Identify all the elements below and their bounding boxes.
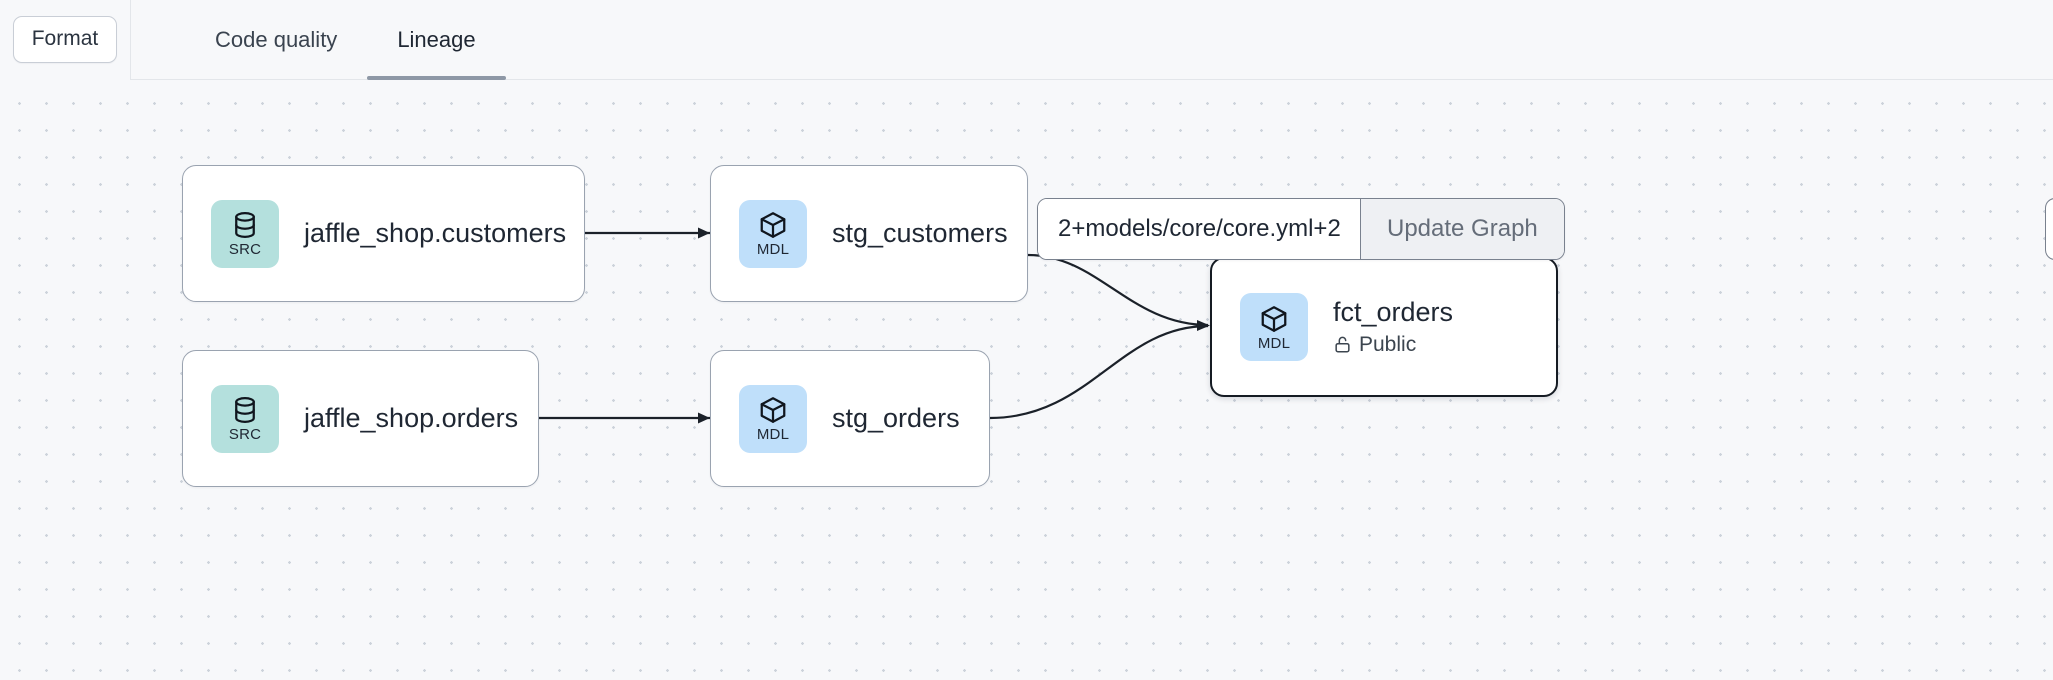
node-body: jaffle_shop.customers — [304, 218, 566, 250]
edge-arrow-stg-orders — [698, 412, 710, 424]
tab-code-quality[interactable]: Code quality — [185, 0, 367, 80]
graph-selector-input[interactable] — [1038, 199, 1360, 259]
lineage-node-src-orders[interactable]: SRC jaffle_shop.orders — [182, 350, 539, 487]
database-icon — [235, 212, 255, 238]
format-button[interactable]: Format — [12, 16, 118, 63]
node-body: fct_orders Public — [1333, 297, 1453, 357]
lineage-node-stg-orders[interactable]: MDL stg_orders — [710, 350, 990, 487]
graph-selector-control: Update Graph — [1037, 198, 1565, 260]
tab-lineage-label: Lineage — [397, 26, 476, 52]
node-title: stg_orders — [832, 402, 960, 433]
mdl-badge: MDL — [739, 384, 807, 453]
lineage-canvas[interactable]: SRC jaffle_shop.customers SRC jaffle_sho… — [0, 80, 2053, 680]
node-title: stg_customers — [832, 217, 1008, 248]
node-access-label: Public — [1359, 332, 1417, 356]
lineage-node-fct-orders[interactable]: MDL fct_orders Public — [1210, 257, 1558, 397]
lineage-node-src-customers[interactable]: SRC jaffle_shop.customers — [182, 165, 585, 302]
mdl-badge-label: MDL — [756, 241, 790, 258]
mdl-badge-label: MDL — [1257, 334, 1291, 352]
tab-lineage[interactable]: Lineage — [367, 0, 506, 80]
src-badge-label: SRC — [228, 241, 262, 258]
format-button-zone: Format — [0, 0, 131, 80]
src-badge: SRC — [211, 199, 279, 268]
node-access-row: Public — [1333, 333, 1453, 357]
cube-icon — [1261, 305, 1287, 332]
node-body: stg_customers — [832, 218, 1008, 250]
edge-arrow-stg-customers — [698, 227, 710, 239]
src-badge: SRC — [211, 384, 279, 453]
edge-stg-orders-to-fct-orders — [989, 324, 1209, 420]
node-title: fct_orders — [1333, 297, 1454, 328]
offscreen-panel-edge[interactable] — [2045, 198, 2053, 260]
node-title: jaffle_shop.customers — [304, 217, 567, 248]
tab-bar: Code quality Lineage — [131, 0, 506, 80]
mdl-badge: MDL — [739, 199, 807, 268]
src-badge-label: SRC — [228, 426, 262, 443]
unlock-icon — [1335, 337, 1350, 353]
tab-code-quality-label: Code quality — [215, 26, 338, 52]
lineage-node-stg-customers[interactable]: MDL stg_customers — [710, 165, 1028, 302]
cube-icon — [760, 212, 786, 238]
edge-arrow-fct-orders — [1197, 320, 1210, 331]
edge-stg-customers-to-fct-orders — [1027, 253, 1209, 327]
node-body: jaffle_shop.orders — [304, 403, 518, 435]
update-graph-button[interactable]: Update Graph — [1360, 199, 1564, 259]
node-title: jaffle_shop.orders — [304, 402, 519, 433]
mdl-badge: MDL — [1240, 293, 1308, 361]
cube-icon — [760, 397, 786, 423]
database-icon — [235, 397, 255, 423]
mdl-badge-label: MDL — [756, 426, 790, 443]
node-body: stg_orders — [832, 403, 960, 435]
editor-toolbar: Format Code quality Lineage — [0, 0, 2053, 80]
